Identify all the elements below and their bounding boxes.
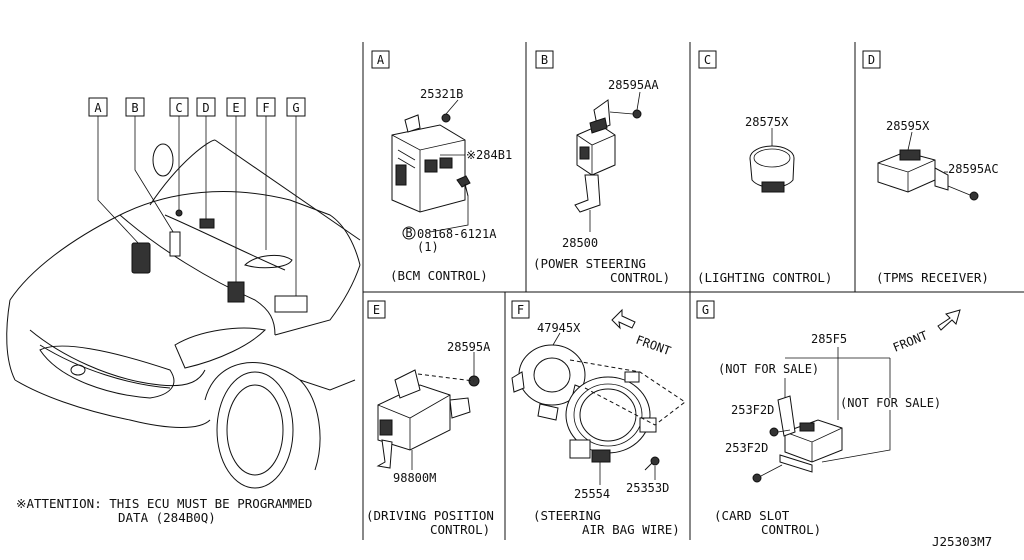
front-arrow-f (611, 308, 636, 330)
not-for-sale-1: (NOT FOR SALE) (718, 362, 819, 376)
svg-text:B: B (131, 101, 138, 115)
overview-label-g[interactable]: G (286, 97, 306, 117)
part-25353d: 25353D (626, 481, 669, 495)
attention-note-line2: DATA (284B0Q) (118, 510, 216, 525)
panel-d-caption: (TPMS RECEIVER) (876, 270, 989, 285)
part-28595ac: 28595AC (948, 162, 999, 176)
svg-text:C: C (175, 101, 182, 115)
nut-25321b[interactable] (441, 113, 451, 123)
panel-c-lighting-control: C 28575X (LIGHTING CONTROL) (697, 50, 832, 285)
power-steering-unit-on-car[interactable] (169, 231, 181, 257)
panel-b-caption-line1: (POWER STEERING (533, 256, 646, 271)
panel-a-bcm-control: A 25321B ※284B1 B 08168-6121A (1) (BCM (371, 50, 512, 283)
front-label-f: FRONT (634, 333, 673, 359)
card-slot-unit[interactable] (777, 395, 843, 473)
screw-253f2d-upper[interactable] (769, 427, 779, 437)
part-quantity: (1) (417, 240, 439, 254)
svg-text:G: G (702, 303, 709, 317)
panel-f-tag (511, 300, 530, 319)
card-slot-unit-on-car[interactable] (274, 295, 308, 313)
svg-text:C: C (704, 53, 711, 67)
panel-b-power-steering-control: B 28595AA 28500 (POWER STEERING CONTROL) (533, 50, 670, 285)
svg-text:F: F (262, 101, 269, 115)
diagram-code: J25303M7 (932, 534, 992, 549)
not-for-sale-2: (NOT FOR SALE) (840, 396, 941, 410)
panel-g-card-slot-control: G FRONT 285F5 (NOT FOR SALE) (NOT FOR SA… (696, 300, 961, 537)
svg-text:D: D (868, 53, 875, 67)
svg-text:B: B (405, 226, 412, 240)
power-steering-unit[interactable] (574, 99, 616, 213)
panel-e-tag (367, 300, 386, 319)
bcm-unit-on-car[interactable] (131, 242, 151, 274)
overview-label-f[interactable]: F (256, 97, 276, 117)
svg-text:G: G (292, 101, 299, 115)
part-47945x: 47945X (537, 321, 581, 335)
panel-f-steering-air-bag-wire: F FRONT 47945X (511, 300, 686, 537)
overview-label-a[interactable]: A (88, 97, 108, 117)
nut-28595ac[interactable] (969, 191, 979, 201)
panel-d-tpms-receiver: D 28595X 28595AC (TPMS RECEIVER) (862, 50, 999, 285)
screw-253f2d-lower[interactable] (752, 473, 762, 483)
panel-grid (362, 42, 1024, 540)
part-28595a: 28595A (447, 340, 491, 354)
part-28595x: 28595X (886, 119, 930, 133)
tpms-receiver-unit[interactable] (877, 149, 949, 193)
svg-text:E: E (232, 101, 239, 115)
front-arrow-g (937, 309, 961, 331)
overview-label-b[interactable]: B (125, 97, 145, 117)
overview-label-c[interactable]: C (169, 97, 189, 117)
panel-b-tag (535, 50, 554, 69)
part-253f2d-upper: 253F2D (731, 403, 774, 417)
panel-g-caption-line2: CONTROL) (761, 522, 821, 537)
overview-label-d[interactable]: D (196, 97, 216, 117)
overview-label-e[interactable]: E (226, 97, 246, 117)
panel-g-caption-line1: (CARD SLOT (714, 508, 790, 523)
part-253f2d-lower: 253F2D (725, 441, 768, 455)
screw-25353d[interactable] (644, 456, 660, 471)
part-285f5: 285F5 (811, 332, 847, 346)
svg-text:A: A (94, 101, 102, 115)
lighting-sensor[interactable] (749, 145, 795, 193)
bcm-unit[interactable] (391, 114, 466, 213)
panel-e-driving-position-control: E 28595A 98800M (DRIVING POSITION CONTRO… (366, 300, 494, 537)
part-25321b: 25321B (420, 87, 463, 101)
lighting-sensor-on-car[interactable] (175, 209, 183, 217)
part-08168-6121a: 08168-6121A (417, 227, 497, 241)
svg-text:F: F (517, 303, 524, 317)
bolt-08168-6121a[interactable] (456, 175, 471, 197)
driving-position-unit[interactable] (376, 369, 471, 469)
part-98800m: 98800M (393, 471, 436, 485)
svg-text:B: B (541, 53, 548, 67)
tpms-receiver-on-car[interactable] (199, 218, 215, 229)
driving-position-unit-on-car[interactable] (227, 281, 245, 303)
part-28500: 28500 (562, 236, 598, 250)
svg-text:A: A (377, 53, 385, 67)
vehicle-overview: A B C D E F G (6, 97, 361, 489)
panel-c-tag (698, 50, 717, 69)
svg-text:D: D (202, 101, 209, 115)
part-25554: 25554 (574, 487, 610, 501)
part-28575x: 28575X (745, 115, 789, 129)
panel-c-caption: (LIGHTING CONTROL) (697, 270, 832, 285)
panel-e-caption-line2: CONTROL) (430, 522, 490, 537)
panel-e-caption-line1: (DRIVING POSITION (366, 508, 494, 523)
nut-28595aa[interactable] (632, 109, 642, 119)
panel-d-tag (862, 50, 881, 69)
panel-f-caption-line1: (STEERING (533, 508, 601, 523)
panel-a-tag (371, 50, 390, 69)
attention-note-line1: ※ATTENTION: THIS ECU MUST BE PROGRAMMED (16, 496, 312, 511)
front-label-g: FRONT (891, 328, 930, 355)
panel-a-caption: (BCM CONTROL) (390, 268, 488, 283)
part-28595aa: 28595AA (608, 78, 659, 92)
part-284b1: ※284B1 (466, 148, 512, 162)
panel-b-caption-line2: CONTROL) (610, 270, 670, 285)
bolt-symbol (402, 226, 416, 240)
panel-f-caption-line2: AIR BAG WIRE) (582, 522, 680, 537)
svg-text:E: E (373, 303, 380, 317)
panel-g-tag (696, 300, 715, 319)
